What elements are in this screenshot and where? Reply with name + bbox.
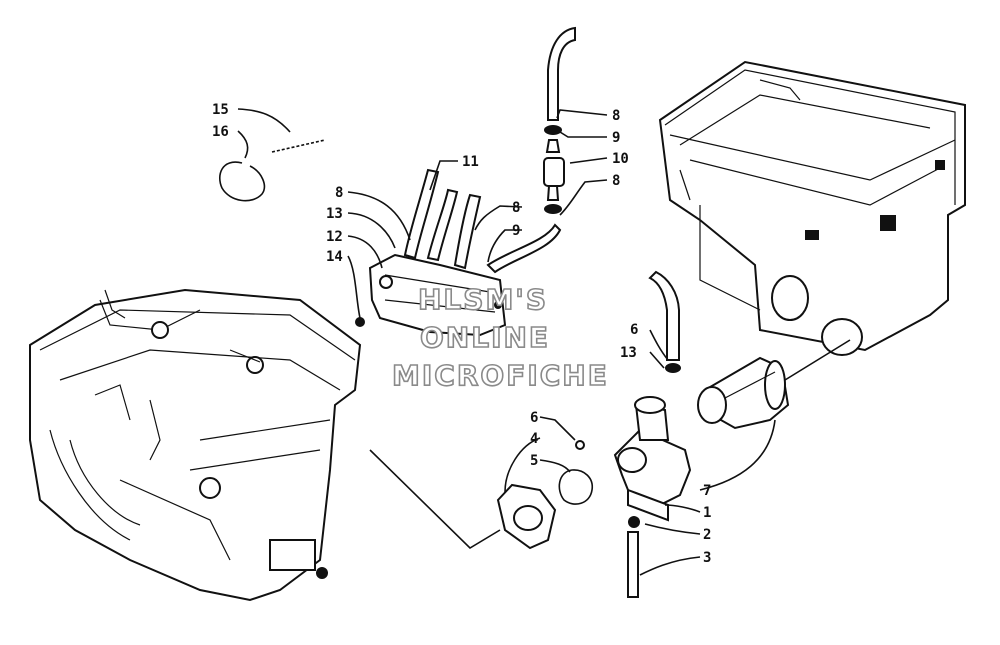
fuel-line-filter [543, 26, 576, 214]
callout-2: 2 [703, 527, 711, 543]
callout-labels: 15 16 11 8 13 12 14 8 9 8 9 10 8 6 13 6 … [212, 102, 711, 566]
callout-13-a: 13 [326, 206, 343, 222]
carburetor [613, 396, 692, 598]
pump-hoses [403, 168, 562, 274]
carb-vent-hose [648, 270, 681, 373]
callout-1: 1 [703, 505, 711, 521]
watermark-line-2: ONLINE [420, 321, 550, 354]
callout-8-a: 8 [335, 185, 343, 201]
callout-10: 10 [612, 151, 629, 167]
callout-9-a: 9 [512, 223, 520, 239]
callout-16: 16 [212, 124, 229, 140]
callout-4: 4 [530, 431, 538, 447]
callout-15: 15 [212, 102, 229, 118]
callout-6-b: 6 [530, 410, 538, 426]
clamp-and-spring [218, 139, 326, 202]
air-box [658, 60, 966, 356]
watermark-line-1: HLSM'S [418, 283, 548, 316]
callout-11: 11 [462, 154, 479, 170]
callout-12: 12 [326, 229, 343, 245]
intake-boot [697, 356, 790, 430]
callout-8-b: 8 [512, 200, 520, 216]
leader-lines [237, 108, 851, 576]
callout-5: 5 [530, 453, 538, 469]
watermark-line-3: MICROFICHE [392, 359, 609, 392]
callout-9-b: 9 [612, 130, 620, 146]
callout-13-b: 13 [620, 345, 637, 361]
engine [29, 288, 362, 602]
intake-flange [496, 440, 594, 550]
callout-8-c: 8 [612, 108, 620, 124]
callout-6-a: 6 [630, 322, 638, 338]
fuel-pump [355, 253, 507, 337]
callout-8-d: 8 [612, 173, 620, 189]
callout-3: 3 [703, 550, 711, 566]
callout-14: 14 [326, 249, 343, 265]
callout-7: 7 [703, 483, 711, 499]
watermark: HLSM'S ONLINE MICROFICHE [391, 282, 609, 393]
